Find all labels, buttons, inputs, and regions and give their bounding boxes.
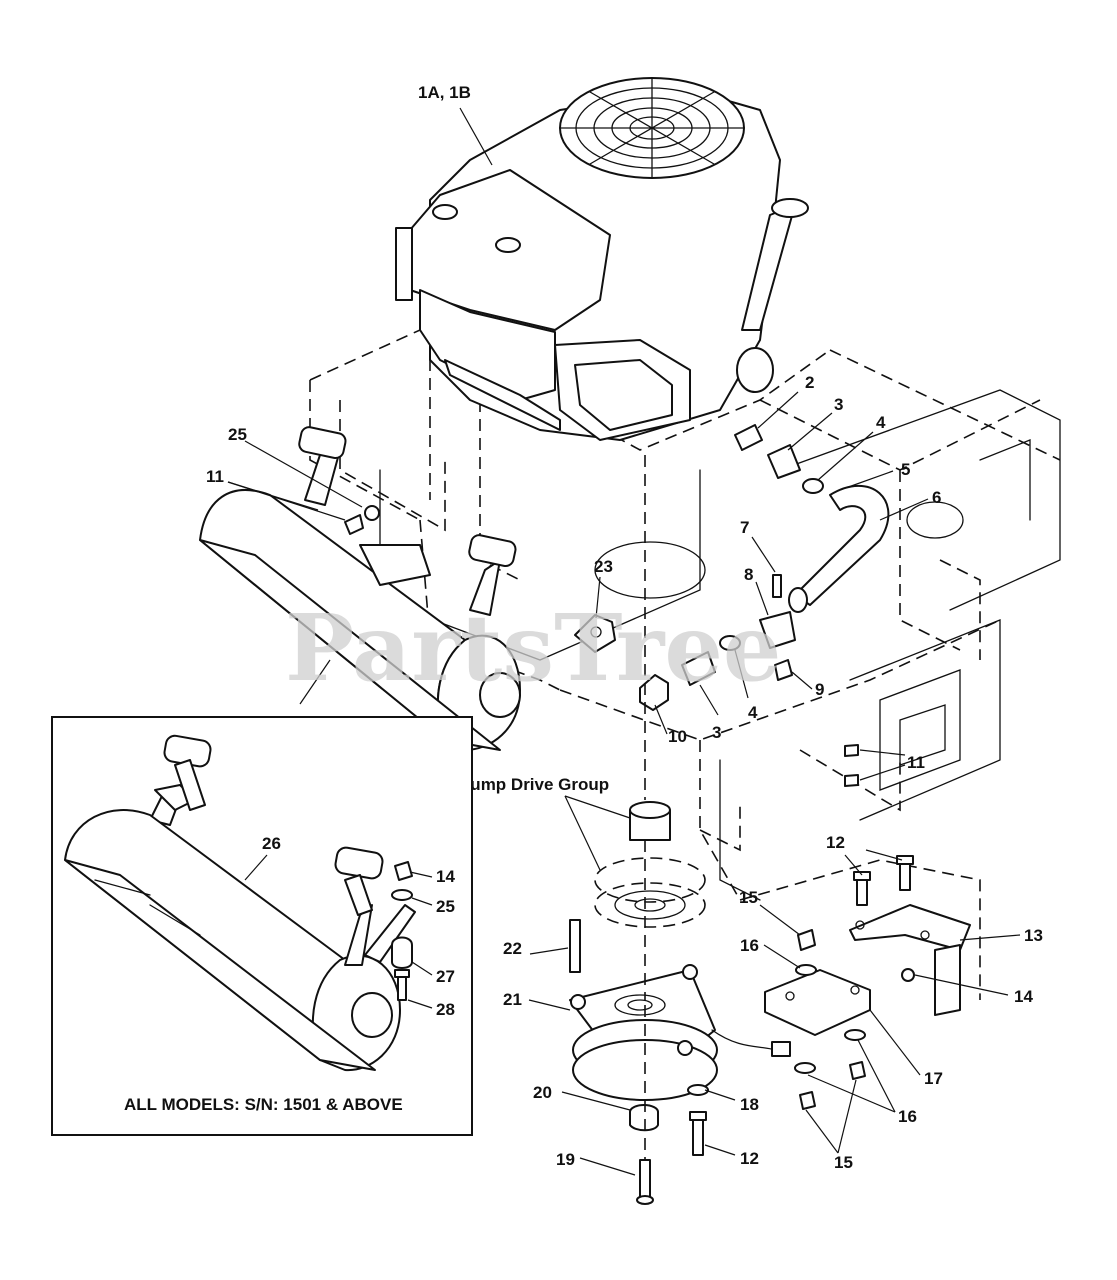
part-4-clamp-lower	[719, 635, 741, 651]
watermark: PartsTree	[285, 594, 781, 702]
inset-panel: 26 14 25 27 28 ALL MODELS: S/N: 1501 & A…	[51, 716, 473, 1136]
callout-21: 21	[503, 990, 522, 1009]
callout-13: 13	[1024, 926, 1043, 945]
part-9-nut	[774, 659, 793, 681]
callout-26: 26	[262, 834, 281, 853]
callout-28: 28	[436, 1000, 455, 1019]
callout-6: 6	[932, 488, 941, 507]
callout-4-upper: 4	[876, 413, 886, 432]
callout-5: 5	[901, 460, 910, 479]
part-3-adapter-upper	[767, 444, 801, 479]
part-6-hose	[794, 484, 890, 606]
fan-screen	[559, 77, 745, 179]
callout-16-top: 16	[740, 936, 759, 955]
part-13-bracket	[849, 904, 971, 1016]
part-17-bracket	[764, 969, 871, 1036]
callout-14-main: 14	[1014, 987, 1033, 1006]
inset-caption: ALL MODELS: S/N: 1501 & ABOVE	[124, 1095, 403, 1114]
part-23-knob	[574, 614, 616, 653]
leader-lines	[227, 107, 1021, 1176]
part-4-clamp-upper	[802, 478, 824, 494]
callout-15-bottom: 15	[834, 1153, 853, 1172]
callout-2: 2	[805, 373, 814, 392]
callout-3-lower: 3	[712, 723, 721, 742]
clutch-fasteners	[629, 1084, 709, 1205]
callout-25-main: 25	[228, 425, 247, 444]
callout-7: 7	[740, 518, 749, 537]
callout-10: 10	[668, 727, 687, 746]
part-8-hose-clip	[759, 611, 796, 649]
part-11-screws-right	[844, 744, 859, 787]
callout-20: 20	[533, 1083, 552, 1102]
callout-19: 19	[556, 1150, 575, 1169]
engine	[395, 77, 809, 441]
callout-3-upper: 3	[834, 395, 843, 414]
inset-fasteners	[391, 861, 413, 1001]
callout-16-bottom: 16	[898, 1107, 917, 1126]
callout-11-left: 11	[206, 467, 224, 486]
callout-8: 8	[744, 565, 753, 584]
part-7-screw	[772, 574, 782, 598]
pump-drive-pulley	[594, 801, 706, 928]
callout-22: 22	[503, 939, 522, 958]
part-5-hose-end	[788, 587, 808, 613]
part-3-adapter-lower	[681, 651, 716, 686]
callout-15-top: 15	[739, 888, 758, 907]
part-22-key	[569, 919, 581, 973]
inset-muffler	[64, 734, 416, 1072]
callout-11-right: 11	[907, 753, 925, 772]
part-21-clutch	[569, 964, 791, 1101]
oil-drain-line	[639, 424, 890, 711]
part-10-drain-plug	[639, 674, 669, 711]
callout-27: 27	[436, 967, 455, 986]
callout-14-inset: 14	[436, 867, 455, 886]
callout-18: 18	[740, 1095, 759, 1114]
callout-17: 17	[924, 1069, 943, 1088]
callout-engine: 1A, 1B	[418, 83, 471, 102]
callout-12-top: 12	[826, 833, 845, 852]
callout-12-bottom: 12	[740, 1149, 759, 1168]
callout-4-lower: 4	[748, 703, 758, 722]
part-2-fitting	[734, 424, 763, 451]
callout-9: 9	[815, 680, 824, 699]
callout-23: 23	[594, 557, 613, 576]
bracket-fasteners	[794, 855, 915, 1110]
callout-25-inset: 25	[436, 897, 455, 916]
inset-leaders	[244, 854, 433, 1009]
